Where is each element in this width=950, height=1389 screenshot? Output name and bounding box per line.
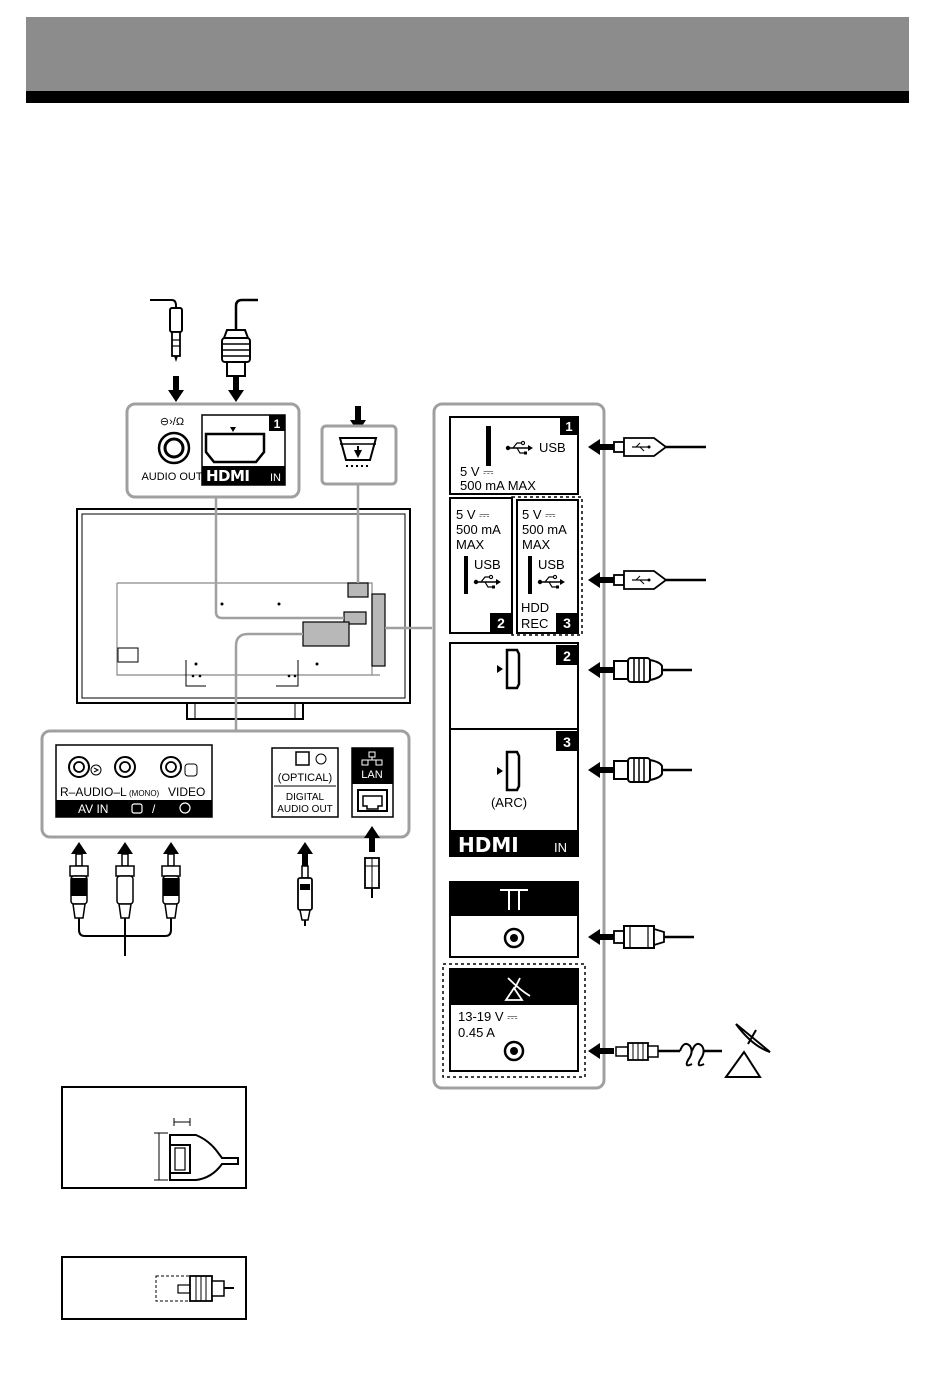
- voltage-label: 5 V ⎓: [456, 507, 490, 522]
- current-label: 500 mA: [522, 522, 567, 537]
- hdmi-1-number: 1: [274, 417, 281, 431]
- hdmi-3-port[interactable]: 3 (ARC) HDMI IN: [450, 729, 578, 857]
- satellite-port[interactable]: 13-19 V ⎓ 0.45 A: [443, 964, 585, 1077]
- rec-label: REC: [521, 616, 548, 631]
- current-label: 0.45 A: [458, 1025, 495, 1040]
- hdmi-plug-icon: [614, 658, 692, 682]
- tv-rear: [77, 509, 410, 719]
- video-label: VIDEO: [168, 785, 205, 799]
- av-in-port[interactable]: R–AUDIO–L (MONO) VIDEO AV IN /: [56, 745, 212, 817]
- lan-port[interactable]: LAN: [352, 748, 393, 817]
- mono-label: (MONO): [129, 789, 160, 798]
- usb-plug-icon: [614, 438, 706, 456]
- usb-label: USB: [474, 557, 501, 572]
- usb-label: USB: [539, 440, 566, 455]
- av-cables: [70, 842, 180, 956]
- hdmi-plug-icon: [222, 300, 258, 376]
- usb-1-number: 1: [565, 419, 572, 434]
- arrow-icon: [168, 376, 184, 402]
- voltage-label: 5 V ⎓: [460, 464, 494, 479]
- usb-2-port[interactable]: 2 5 V ⎓ 500 mA MAX USB: [450, 498, 512, 633]
- f-connector-dimension-illustration: [62, 1257, 246, 1319]
- arrow-icon: [297, 842, 313, 868]
- max-label: MAX: [522, 537, 551, 552]
- service-port: [322, 406, 396, 484]
- antenna-port[interactable]: [450, 882, 578, 957]
- hdmi-logo: HDMI: [458, 833, 519, 857]
- usb-1-port[interactable]: 1 USB 5 V ⎓ 500 mA MAX: [450, 417, 578, 494]
- side-connector-panel: ⊖›/Ω AUDIO OUT 1 HDMI IN: [127, 300, 299, 497]
- digital-audio-out-port[interactable]: (OPTICAL) DIGITAL AUDIO OUT: [272, 748, 338, 817]
- max-label: MAX: [456, 537, 485, 552]
- current-label: 500 mA MAX: [460, 478, 536, 493]
- hdmi-2-number: 2: [563, 648, 571, 664]
- hdmi-plug-icon: [614, 758, 692, 782]
- current-label: 500 mA: [456, 522, 501, 537]
- hdmi-dimension-illustration: [62, 1087, 246, 1188]
- usb-3-port[interactable]: 3 5 V ⎓ 500 mA MAX USB HDD REC: [512, 497, 582, 635]
- right-cables: [588, 438, 770, 1077]
- satellite-dish-icon: [726, 1024, 770, 1077]
- headphone-icon: ⊖›/Ω: [160, 416, 184, 428]
- arc-label: (ARC): [491, 795, 527, 810]
- hdmi-2-port[interactable]: 2: [450, 643, 578, 729]
- hdd-label: HDD: [521, 600, 549, 615]
- lan-label: LAN: [361, 769, 382, 781]
- optical-cable: [297, 842, 313, 926]
- hdmi-in-label: IN: [270, 472, 281, 484]
- arrow-icon: [228, 376, 244, 402]
- optical-label: (OPTICAL): [278, 772, 332, 784]
- audio-rl-label: R–AUDIO–L: [60, 785, 127, 799]
- av-in-label: AV IN: [78, 802, 108, 816]
- bottom-connector-panel: R–AUDIO–L (MONO) VIDEO AV IN / (OPTICAL)…: [42, 731, 409, 837]
- f-connector-icon: [616, 1043, 722, 1065]
- audio-out-label: AUDIO OUT: [141, 471, 202, 483]
- audio-out-label: AUDIO OUT: [277, 804, 333, 815]
- coax-plug-icon: [614, 926, 694, 948]
- usb-plug-icon: [614, 571, 706, 589]
- voltage-label: 13-19 V ⎓: [458, 1009, 518, 1024]
- hdmi-1-port[interactable]: 1 HDMI IN: [202, 415, 285, 485]
- hdmi-logo: HDMI: [206, 467, 250, 485]
- headphone-plug-icon: [150, 300, 182, 362]
- hdmi-3-number: 3: [563, 734, 571, 750]
- usb-2-number: 2: [497, 615, 505, 631]
- lan-cable: [364, 826, 380, 898]
- usb-3-number: 3: [563, 615, 571, 631]
- voltage-label: 5 V ⎓: [522, 507, 556, 522]
- usb-label: USB: [538, 557, 565, 572]
- right-connector-panel: 1 USB 5 V ⎓ 500 mA MAX 2 5 V ⎓ 500 mA MA…: [434, 404, 604, 1088]
- hdmi-in-label: IN: [554, 840, 567, 855]
- digital-label: DIGITAL: [286, 792, 325, 803]
